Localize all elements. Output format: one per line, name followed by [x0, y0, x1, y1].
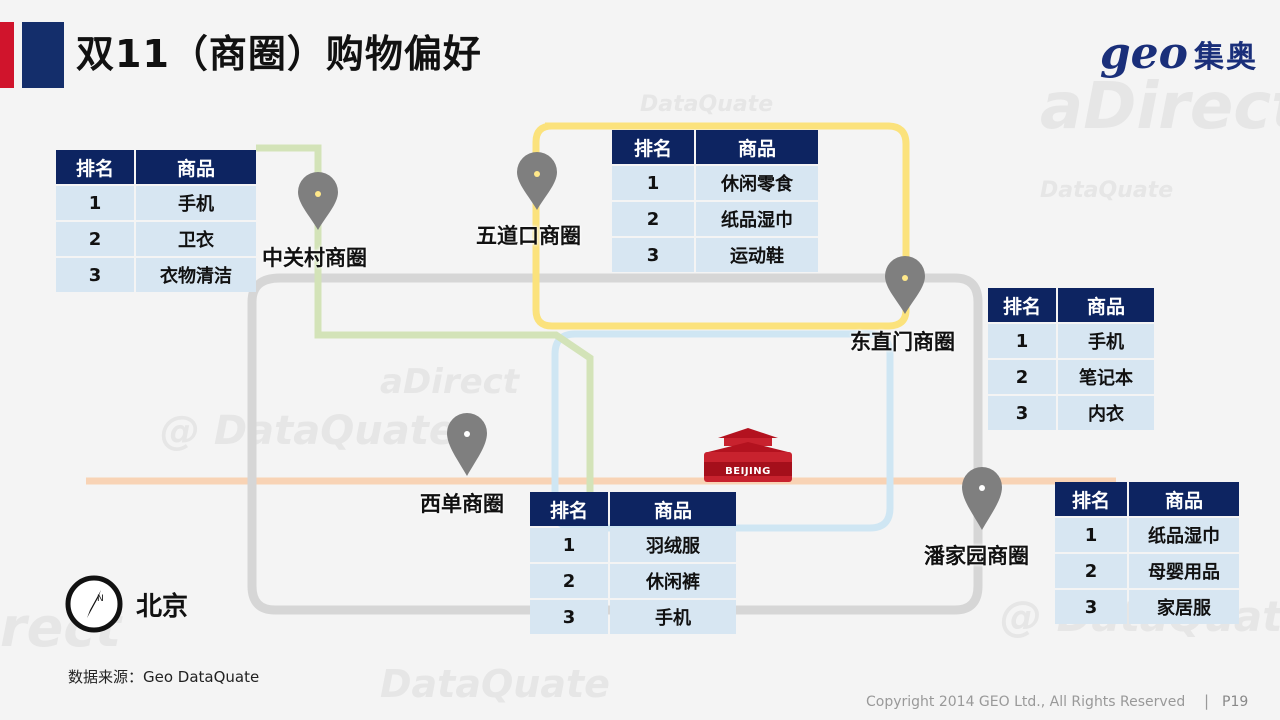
map-pin-icon [298, 172, 338, 230]
district-label-panjiayuan: 潘家园商圈 [924, 544, 1029, 568]
watermark: aDirect [1040, 70, 1280, 144]
district-label-xidan: 西单商圈 [420, 492, 504, 516]
data-source: 数据来源：Geo DataQuate [68, 668, 260, 686]
item-cell: 母婴用品 [1129, 554, 1239, 588]
rank-cell: 3 [530, 600, 608, 634]
table-row: 3 家居服 [1055, 590, 1239, 624]
compass-icon: N [65, 575, 123, 633]
item-cell: 羽绒服 [610, 528, 736, 562]
watermark: aDirect [380, 362, 520, 402]
page-title: 双11（商圈）购物偏好 [76, 32, 482, 76]
ranking-table-wudaokou: 排名 商品 1 休闲零食 2 纸品湿巾 3 运动鞋 [610, 128, 820, 274]
logo-text: 集奥 [1194, 40, 1258, 75]
header-accent-navy [22, 22, 64, 88]
blue-ring-line [551, 330, 894, 532]
item-cell: 休闲零食 [696, 166, 818, 200]
rank-cell: 1 [530, 528, 608, 562]
district-label-zhongguancun: 中关村商圈 [262, 246, 367, 270]
rank-cell: 2 [1055, 554, 1127, 588]
rank-cell: 1 [1055, 518, 1127, 552]
item-cell: 内衣 [1058, 396, 1154, 430]
gray-ring-line [247, 273, 983, 615]
table-row: 2 纸品湿巾 [612, 202, 818, 236]
watermark: @ DataQuate [160, 408, 456, 454]
table-row: 1 手机 [988, 324, 1154, 358]
item-cell: 休闲裤 [610, 564, 736, 598]
item-cell: 手机 [1058, 324, 1154, 358]
gate-landmark-icon [704, 428, 792, 482]
page-number: P19 [1222, 694, 1249, 710]
header-accent-red [0, 22, 14, 88]
yellow-line [532, 122, 910, 330]
page-separator: | [1204, 692, 1210, 710]
rank-cell: 3 [612, 238, 694, 272]
table-row: 2 笔记本 [988, 360, 1154, 394]
green-line [256, 144, 594, 492]
rank-cell: 1 [56, 186, 134, 220]
rank-cell: 3 [1055, 590, 1127, 624]
watermark: DataQuate [640, 92, 774, 117]
ranking-table-dongzhimen: 排名 商品 1 手机 2 笔记本 3 内衣 [986, 286, 1156, 432]
ranking-table-zhongguancun: 排名 商品 1 手机 2 卫衣 3 衣物清洁 [54, 148, 258, 294]
district-label-wudaokou: 五道口商圈 [476, 224, 581, 248]
rank-cell: 3 [988, 396, 1056, 430]
table-row: 3 内衣 [988, 396, 1154, 430]
copyright: Copyright 2014 GEO Ltd., All Rights Rese… [866, 694, 1186, 710]
table-row: 1 手机 [56, 186, 256, 220]
item-cell: 卫衣 [136, 222, 256, 256]
table-header-item: 商品 [1129, 482, 1239, 516]
table-row: 3 运动鞋 [612, 238, 818, 272]
item-cell: 家居服 [1129, 590, 1239, 624]
table-row: 2 卫衣 [56, 222, 256, 256]
watermark: DataQuate [1040, 178, 1174, 203]
table-row: 3 衣物清洁 [56, 258, 256, 292]
item-cell: 纸品湿巾 [696, 202, 818, 236]
table-header-rank: 排名 [56, 150, 134, 184]
table-row: 1 休闲零食 [612, 166, 818, 200]
map-pin-icon [962, 467, 1002, 530]
rank-cell: 2 [612, 202, 694, 236]
table-header-rank: 排名 [530, 492, 608, 526]
table-header-item: 商品 [1058, 288, 1154, 322]
item-cell: 手机 [610, 600, 736, 634]
ranking-table-xidan: 排名 商品 1 羽绒服 2 休闲裤 3 手机 [528, 490, 738, 636]
rank-cell: 2 [530, 564, 608, 598]
table-row: 1 纸品湿巾 [1055, 518, 1239, 552]
district-label-dongzhimen: 东直门商圈 [850, 330, 955, 354]
logo: geo 集奥 [1100, 26, 1258, 82]
table-row: 1 羽绒服 [530, 528, 736, 562]
city-label: 北京 [136, 592, 189, 622]
rank-cell: 1 [988, 324, 1056, 358]
table-row: 3 手机 [530, 600, 736, 634]
item-cell: 笔记本 [1058, 360, 1154, 394]
table-header-item: 商品 [136, 150, 256, 184]
logo-mark: geo [1099, 28, 1188, 79]
rank-cell: 2 [988, 360, 1056, 394]
item-cell: 衣物清洁 [136, 258, 256, 292]
table-header-rank: 排名 [988, 288, 1056, 322]
table-header-item: 商品 [610, 492, 736, 526]
watermark: DataQuate [380, 662, 610, 706]
svg-text:N: N [97, 594, 104, 604]
item-cell: 运动鞋 [696, 238, 818, 272]
rank-cell: 3 [56, 258, 134, 292]
table-row: 2 休闲裤 [530, 564, 736, 598]
rank-cell: 2 [56, 222, 134, 256]
item-cell: 手机 [136, 186, 256, 220]
item-cell: 纸品湿巾 [1129, 518, 1239, 552]
table-row: 2 母婴用品 [1055, 554, 1239, 588]
ranking-table-panjiayuan: 排名 商品 1 纸品湿巾 2 母婴用品 3 家居服 [1053, 480, 1241, 626]
rank-cell: 1 [612, 166, 694, 200]
map-pin-icon [885, 256, 925, 314]
map-pin-icon [517, 152, 557, 210]
landmark-label: BEIJING [725, 466, 771, 477]
map-pin-icon [447, 413, 487, 476]
table-header-rank: 排名 [1055, 482, 1127, 516]
table-header-item: 商品 [696, 130, 818, 164]
table-header-rank: 排名 [612, 130, 694, 164]
